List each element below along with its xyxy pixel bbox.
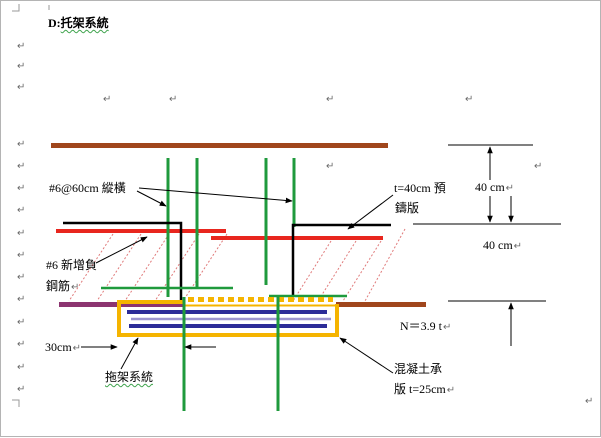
paragraph-mark: ↵ (446, 385, 456, 396)
dimension-value: 30cm (45, 340, 72, 354)
paragraph-mark: ↵ (17, 139, 26, 150)
base-slab-label-line2: 版 t=25cm↵ (394, 382, 455, 398)
dimension-value: 40 cm (475, 180, 505, 194)
leader-arrow-rebar-left (136, 190, 167, 207)
paragraph-mark: ↵ (17, 61, 26, 72)
paragraph-mark: ↵ (326, 94, 335, 105)
paragraph-mark: ↵ (326, 161, 335, 172)
paragraph-mark: ↵ (17, 161, 26, 172)
dimension-label-top: 40 cm↵ (473, 180, 517, 196)
paragraph-mark: ↵ (513, 241, 523, 252)
l-bar-left (63, 221, 183, 301)
load-label: N＝3.9 t↵ (400, 319, 451, 335)
hatch-line (342, 240, 382, 302)
paragraph-mark: ↵ (17, 82, 26, 93)
paragraph-mark: ↵ (17, 272, 26, 283)
hatch-line (68, 233, 114, 302)
hatch-line (96, 233, 142, 302)
base-slab-left (59, 302, 184, 307)
title-name: 托架系統 (60, 16, 109, 30)
paragraph-mark: ↵ (72, 343, 82, 354)
bracket-width-label: 30cm↵ (45, 340, 81, 356)
paragraph-mark: ↵ (443, 322, 452, 333)
leader-arrow-base-slab (339, 337, 394, 374)
paragraph-mark: ↵ (465, 94, 474, 105)
paragraph-mark: ↵ (17, 228, 26, 239)
slab-label-line2: 鑄版 (395, 201, 420, 215)
crop-mark-bottom-left (12, 399, 20, 407)
leader-arrow-negative-rebar (95, 236, 148, 264)
paragraph-mark: ↵ (17, 41, 26, 52)
hatch-line (124, 233, 170, 302)
negative-rebar-label-line1: #6 新增負 (46, 258, 98, 272)
dimension-label-middle: 40 cm↵ (483, 238, 522, 254)
dimension-value: 40 cm (483, 238, 513, 252)
bracket-label: 拖架系統 (105, 370, 154, 384)
page-title: D:托架系統 (48, 16, 109, 30)
paragraph-mark: ↵ (169, 94, 178, 105)
label-text: 版 t=25cm (394, 382, 446, 396)
paragraph-mark: ↵ (17, 339, 26, 350)
paragraph-mark: ↵ (17, 205, 26, 216)
hatch-line (154, 233, 200, 302)
paragraph-mark: ↵ (17, 294, 26, 305)
leader-arrow-rebar-right (138, 187, 293, 204)
title-prefix: D: (48, 16, 61, 30)
load-value: N＝3.9 t (400, 319, 443, 333)
paragraph-mark: ↵ (534, 161, 543, 172)
negative-rebar-left (56, 229, 226, 233)
base-slab-label-line1: 混凝土承 (394, 362, 443, 376)
leader-arrow-bracket (120, 337, 139, 370)
crop-mark-top-left (12, 4, 20, 12)
hatch-line (317, 240, 357, 302)
leader-arrow-slab (347, 194, 394, 230)
slab-label-line1: t=40cm 預 (394, 181, 446, 195)
hatch-line (182, 233, 228, 302)
top-slab-bar (51, 143, 388, 148)
bracket-outline (117, 300, 339, 337)
hatch-line (292, 240, 332, 302)
negative-rebar-label-line2: 鋼筋↵ (46, 279, 79, 295)
paragraph-mark: ↵ (505, 183, 515, 194)
paragraph-mark: ↵ (585, 396, 594, 407)
paragraph-mark: ↵ (17, 317, 26, 328)
paragraph-mark: ↵ (17, 362, 26, 373)
l-bar-right (291, 223, 391, 297)
rebar-label: #6@60cm 縱橫 (49, 181, 126, 195)
label-text: 鋼筋 (46, 279, 71, 293)
base-slab-right (336, 302, 426, 307)
paragraph-mark: ↵ (17, 384, 26, 395)
negative-rebar-right (211, 236, 383, 240)
paragraph-mark: ↵ (17, 250, 26, 261)
paragraph-mark: ↵ (103, 94, 112, 105)
paragraph-mark: ↵ (71, 282, 80, 293)
paragraph-mark: ↵ (17, 183, 26, 194)
hatch-line (364, 228, 406, 302)
